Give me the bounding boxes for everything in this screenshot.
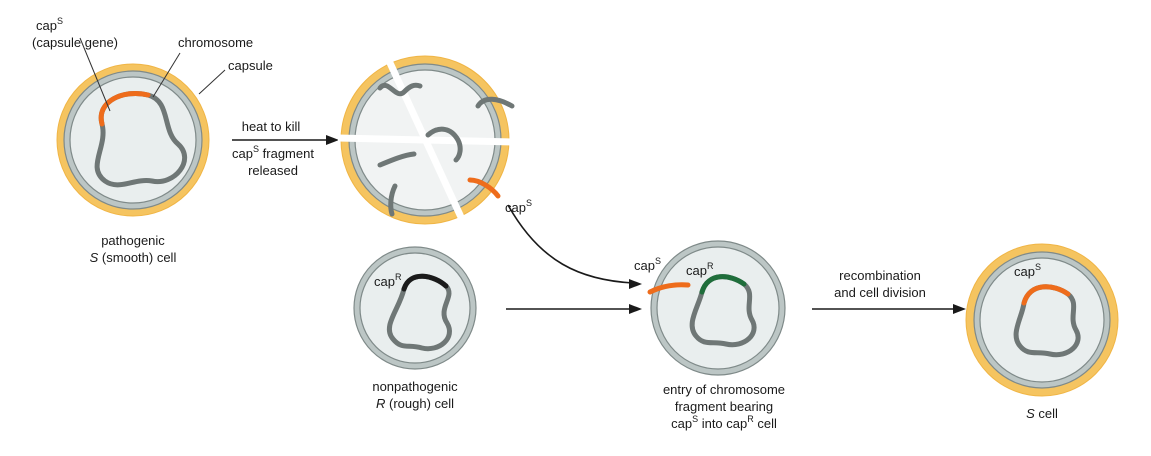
pathogenic-label: pathogenic	[101, 233, 165, 248]
final-cell-interior	[979, 257, 1105, 383]
entry-cap-s-label: capS	[634, 256, 661, 273]
pathogenic-s-cell	[56, 63, 210, 217]
capsule-leader-line	[198, 69, 226, 95]
chromosome-fragment	[388, 183, 398, 217]
cap-s-gene-segment	[98, 91, 151, 127]
entry-label-line2: fragment bearing	[675, 399, 773, 414]
recombination-label-line2: and cell division	[834, 285, 926, 300]
released-cap-s-label: capS	[505, 198, 532, 215]
cap-gene-leader-line	[79, 37, 111, 112]
entry-label-line1: entry of chromosome	[663, 382, 785, 397]
cap-r-gene-segment	[401, 273, 449, 292]
entry-label-line3: capS into capR cell	[671, 414, 777, 431]
rough-cell-label: R (rough) cell	[376, 396, 454, 411]
s-cell-label: S cell	[1026, 406, 1058, 421]
chromosome-label: chromosome	[178, 35, 253, 50]
chromosome-fragment	[425, 126, 463, 163]
entry-cell	[647, 240, 786, 376]
fragment-entry-curved-arrow	[507, 204, 634, 284]
chromosome-fragment	[377, 82, 423, 97]
cap-r-label: capR	[374, 272, 402, 289]
smooth-cell-label: S (smooth) cell	[90, 250, 177, 265]
transformed-s-cell	[965, 243, 1119, 397]
capsule-gene-label: (capsule gene)	[32, 35, 118, 50]
nonpathogenic-r-cell	[353, 246, 477, 370]
released-label: released	[248, 163, 298, 178]
cap-s-label: capS	[36, 16, 63, 33]
chromosome-leader-line	[152, 52, 181, 98]
wall-gap-diagonal	[381, 50, 470, 230]
fragment-label: capS fragment	[232, 144, 314, 161]
r-cell-to-entry-arrowhead	[629, 304, 642, 314]
entering-cap-s-fragment	[647, 282, 691, 295]
chromosome-fragment	[377, 151, 417, 168]
nonpathogenic-label: nonpathogenic	[372, 379, 458, 394]
recombination-arrowhead	[953, 304, 966, 314]
recombination-label-line1: recombination	[839, 268, 921, 283]
final-cap-s-label: capS	[1014, 262, 1041, 279]
final-cap-s-segment	[1021, 284, 1071, 306]
entry-cap-r-segment	[699, 274, 747, 295]
capsule-label: capsule	[228, 58, 273, 73]
heat-to-kill-arrowhead	[326, 135, 339, 145]
entry-cell-interior	[656, 246, 780, 370]
released-cap-s-fragment	[467, 177, 501, 199]
heat-to-kill-label: heat to kill	[242, 119, 301, 134]
chromosome-fragment	[475, 96, 515, 109]
fragment-entry-arrowhead	[629, 279, 642, 289]
entry-cap-r-label: capR	[686, 261, 714, 278]
heat-killed-cell	[337, 50, 515, 230]
